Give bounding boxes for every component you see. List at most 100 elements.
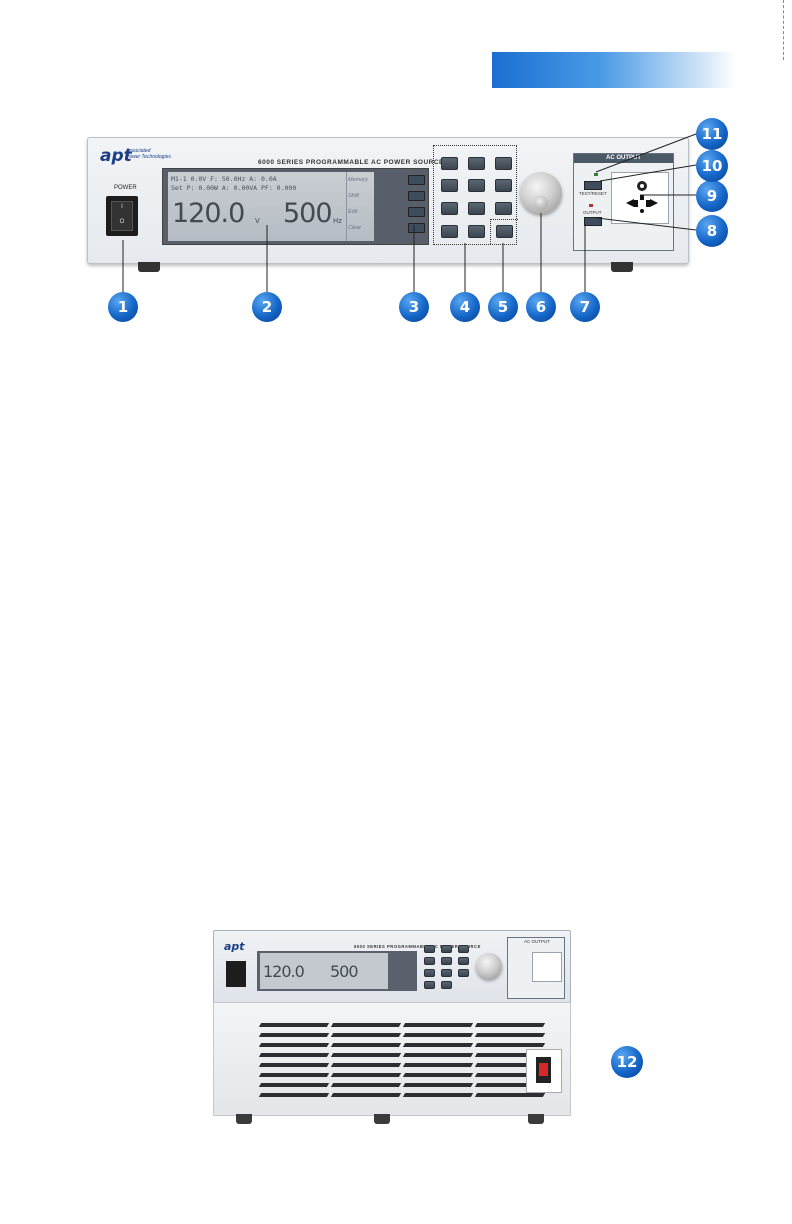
unit-key[interactable] — [441, 945, 452, 953]
callout-badge-10: 10 — [696, 150, 728, 182]
keypad-key[interactable] — [468, 157, 485, 170]
keypad-key[interactable] — [441, 157, 458, 170]
ac-outlet[interactable] — [611, 172, 669, 224]
softkey-1[interactable] — [408, 175, 425, 185]
lcd-frequency-unit: Hz — [333, 217, 342, 225]
keypad-key[interactable] — [495, 202, 512, 215]
unit-key[interactable] — [441, 957, 452, 965]
callout-badge-7: 7 — [570, 292, 600, 322]
vent-slot — [258, 1073, 330, 1077]
lcd-divider — [346, 172, 347, 241]
unit-key[interactable] — [441, 981, 452, 989]
test-reset-button[interactable] — [584, 181, 602, 190]
callout-badge-8: 8 — [696, 215, 728, 247]
unit-foot — [528, 1114, 544, 1124]
callout-badge-3: 3 — [399, 292, 429, 322]
callout-badge-5: 5 — [488, 292, 518, 322]
output-led — [589, 204, 593, 207]
keypad-key[interactable] — [468, 225, 485, 238]
unit-key[interactable] — [424, 969, 435, 977]
callout-badge-6: 6 — [526, 292, 556, 322]
keypad-key[interactable] — [468, 179, 485, 192]
lcd-screen: M1-1 0.0V F: 50.0Hz A: 0.0A Set P: 0.00W… — [168, 172, 374, 241]
unit-chassis — [213, 1002, 571, 1116]
panel-foot-left — [138, 262, 160, 272]
breaker-housing — [526, 1049, 562, 1093]
unit-power-switch[interactable] — [226, 961, 246, 987]
enter-key[interactable] — [496, 225, 513, 238]
keypad-key[interactable] — [495, 157, 512, 170]
unit-key[interactable] — [441, 969, 452, 977]
vent-slot — [474, 1093, 546, 1097]
keypad-key[interactable] — [468, 202, 485, 215]
ac-output-section: AC OUTPUT TEST/RESET OUTPUT — [573, 153, 674, 251]
callout-badge-12: 12 — [611, 1046, 643, 1078]
logo-text: apt — [100, 146, 132, 166]
vent-slot — [474, 1033, 546, 1037]
vent-slot — [258, 1093, 330, 1097]
keypad-key[interactable] — [495, 179, 512, 192]
vent-slot — [474, 1023, 546, 1027]
lcd-frequency: 500 — [283, 198, 333, 229]
vent-slot — [402, 1043, 474, 1047]
unit-lcd-voltage: 120.0 — [263, 962, 305, 981]
unit-logo-text: apt — [224, 940, 245, 953]
lcd-voltage-unit: V — [255, 217, 260, 225]
softkey-2[interactable] — [408, 191, 425, 201]
vent-slot — [402, 1093, 474, 1097]
softkey-3[interactable] — [408, 207, 425, 217]
callout-badge-9: 9 — [696, 180, 728, 212]
vent-slot — [330, 1023, 402, 1027]
softkey-4[interactable] — [408, 223, 425, 233]
unit-key[interactable] — [424, 957, 435, 965]
output-button[interactable] — [584, 217, 602, 226]
test-reset-label: TEST/RESET — [579, 191, 607, 196]
power-switch[interactable]: I O — [106, 196, 138, 236]
vent-slot — [402, 1033, 474, 1037]
status-led — [594, 173, 598, 176]
rotary-knob[interactable] — [520, 172, 562, 214]
vent-slot — [258, 1023, 330, 1027]
unit-key[interactable] — [424, 981, 435, 989]
vent-slot — [402, 1083, 474, 1087]
keypad-key[interactable] — [441, 202, 458, 215]
callout-badge-11: 11 — [696, 118, 728, 150]
vent-slot — [330, 1053, 402, 1057]
unit-front-panel: apt 6000 SERIES PROGRAMMABLE AC POWER SO… — [213, 930, 571, 1004]
keypad-key[interactable] — [441, 225, 458, 238]
ac-output-title: AC OUTPUT — [574, 154, 673, 163]
unit-foot — [374, 1114, 390, 1124]
vent-slot — [330, 1063, 402, 1067]
unit-key[interactable] — [424, 945, 435, 953]
circuit-breaker[interactable] — [536, 1057, 551, 1083]
unit-key[interactable] — [458, 945, 469, 953]
unit-ac-output-title: AC OUTPUT — [524, 939, 551, 944]
softkey-label-3: Edit — [348, 209, 358, 215]
softkey-label-4: Clear — [348, 225, 362, 231]
brand-logo: apt — [100, 146, 132, 166]
vent-slot — [330, 1043, 402, 1047]
output-label: OUTPUT — [583, 210, 602, 215]
breaker-rocker[interactable] — [539, 1063, 548, 1076]
callout-badge-4: 4 — [450, 292, 480, 322]
unit-knob[interactable] — [476, 953, 502, 979]
lcd-row-1: M1-1 0.0V F: 50.0Hz A: 0.0A — [171, 175, 277, 183]
knob-dimple — [534, 196, 548, 210]
keypad-key[interactable] — [441, 179, 458, 192]
numeric-keypad — [439, 155, 512, 241]
ventilation-grille — [254, 1021, 546, 1103]
callout-badge-2: 2 — [252, 292, 282, 322]
unit-outlet[interactable] — [532, 952, 562, 982]
power-rocker[interactable]: I O — [111, 201, 133, 231]
logo-sub-line1: Associated — [126, 148, 151, 154]
vent-slot — [258, 1033, 330, 1037]
switch-off-mark: O — [119, 219, 125, 225]
callout-lines — [122, 133, 697, 294]
section-header-band — [492, 52, 736, 88]
vent-slot — [330, 1093, 402, 1097]
power-label: POWER — [114, 185, 137, 191]
unit-key[interactable] — [458, 969, 469, 977]
unit-lcd-frequency: 500 — [330, 962, 359, 981]
softkey-label-2: Shift — [348, 193, 360, 199]
unit-key[interactable] — [458, 957, 469, 965]
